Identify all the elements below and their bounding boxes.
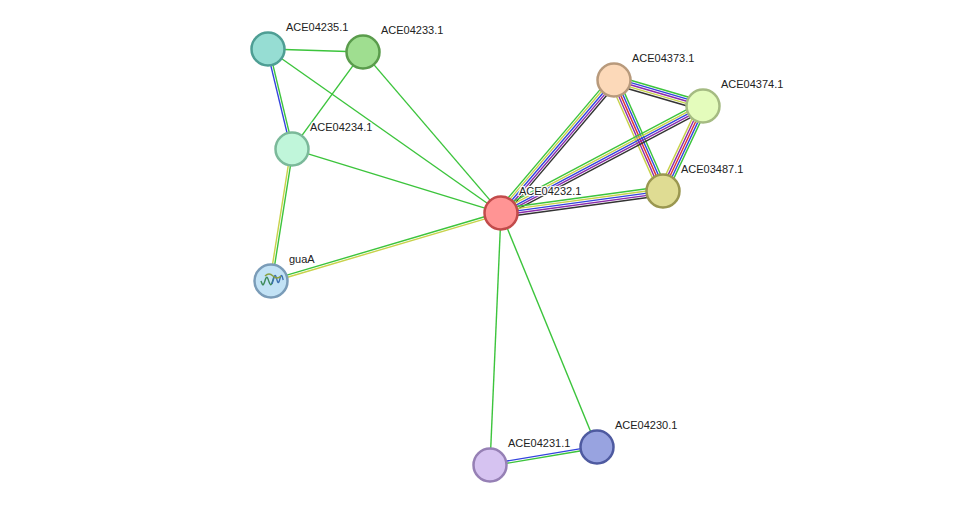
evidence-line	[629, 84, 687, 101]
interaction-edge	[272, 165, 290, 266]
evidence-line	[513, 94, 605, 203]
interaction-edge	[307, 154, 485, 209]
evidence-line	[516, 115, 690, 207]
evidence-line	[510, 91, 602, 200]
node-label: ACE03487.1	[680, 163, 744, 176]
evidence-line	[517, 195, 647, 213]
evidence-line	[517, 198, 647, 216]
interaction-edge	[286, 216, 486, 277]
node-fill	[252, 33, 285, 66]
node-label: ACE04235.1	[285, 21, 349, 34]
protein-node: ACE04233.1	[345, 34, 381, 70]
evidence-line	[284, 50, 347, 52]
evidence-line	[511, 92, 603, 201]
evidence-line	[307, 154, 485, 209]
protein-node: ACE04230.1	[579, 429, 615, 465]
node-fill	[581, 431, 614, 464]
interaction-edge	[491, 229, 501, 449]
node-label: ACE04374.1	[720, 78, 784, 91]
node-fill	[687, 90, 720, 123]
protein-node: ACE04235.1	[250, 31, 286, 67]
interaction-edge	[373, 64, 490, 201]
node-label: ACE04234.1	[309, 121, 373, 134]
evidence-line	[631, 80, 689, 97]
evidence-line	[286, 216, 485, 275]
evidence-line	[506, 449, 581, 462]
node-circle	[472, 447, 508, 483]
evidence-line	[271, 65, 288, 134]
node-circle	[645, 173, 681, 209]
node-circle	[253, 263, 289, 299]
node-label: guaA	[288, 253, 316, 266]
evidence-line	[373, 64, 490, 201]
node-fill	[276, 133, 309, 166]
node-circle	[579, 429, 615, 465]
protein-node: ACE03487.1	[645, 173, 681, 209]
evidence-line	[630, 82, 688, 99]
protein-node: ACE04231.1	[472, 447, 508, 483]
interaction-edge	[271, 64, 290, 133]
protein-node: ACE04232.1	[483, 195, 519, 231]
evidence-line	[275, 165, 291, 265]
protein-structure	[261, 274, 283, 285]
evidence-line	[272, 165, 288, 265]
interaction-edge	[506, 449, 582, 464]
node-circle	[685, 88, 721, 124]
protein-node: guaA	[253, 263, 289, 299]
node-fill	[647, 175, 680, 208]
evidence-line	[629, 87, 687, 104]
interaction-edge	[508, 89, 607, 203]
interaction-edge	[281, 58, 488, 204]
evidence-line	[506, 451, 581, 464]
protein-node: ACE04373.1	[596, 62, 632, 98]
node-fill	[255, 265, 288, 298]
node-label: ACE04233.1	[380, 24, 444, 37]
interaction-edge	[507, 228, 591, 432]
node-fill	[347, 36, 380, 69]
evidence-line	[515, 95, 607, 204]
node-circle	[274, 131, 310, 167]
interaction-edge	[513, 110, 691, 210]
evidence-line	[281, 58, 488, 204]
node-fill	[485, 197, 518, 230]
node-circle	[483, 195, 519, 231]
node-fill	[598, 64, 631, 97]
node-circle	[596, 62, 632, 98]
evidence-line	[628, 89, 686, 106]
protein-node: ACE04234.1	[274, 131, 310, 167]
node-label: ACE04231.1	[507, 437, 571, 450]
evidence-line	[273, 64, 290, 133]
evidence-line	[517, 117, 691, 209]
interaction-edge	[628, 80, 689, 105]
evidence-line	[507, 228, 591, 432]
node-fill	[474, 449, 507, 482]
evidence-line	[491, 229, 501, 449]
node-circle	[345, 34, 381, 70]
node-label: ACE04232.1	[518, 185, 582, 198]
node-label: ACE04230.1	[614, 419, 678, 432]
node-label: ACE04373.1	[631, 52, 695, 65]
evidence-line	[287, 219, 486, 278]
node-circle	[250, 31, 286, 67]
interaction-edge	[284, 50, 347, 52]
protein-node: ACE04374.1	[685, 88, 721, 124]
